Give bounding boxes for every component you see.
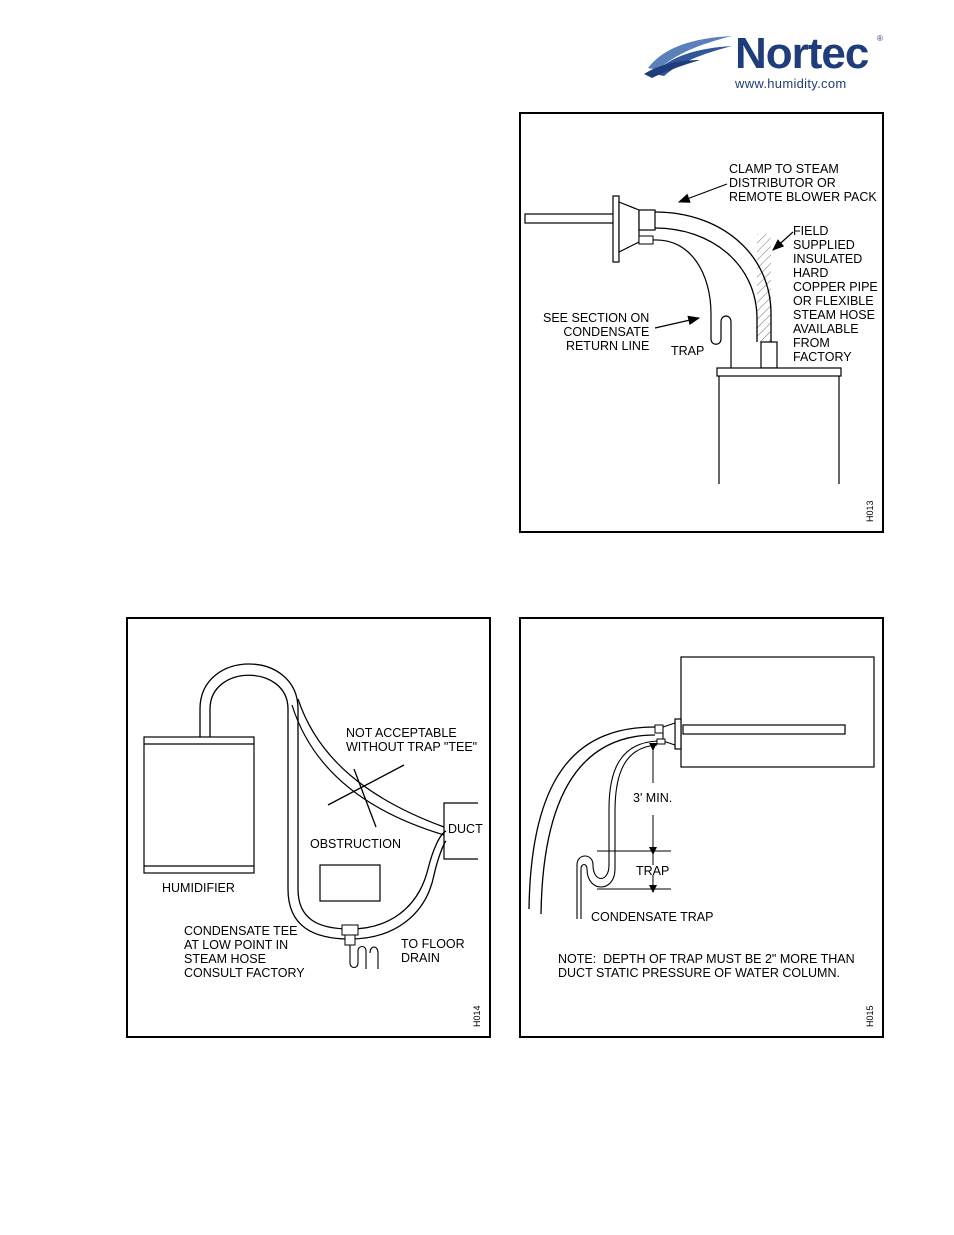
label-obstruction: OBSTRUCTION [310, 837, 401, 851]
label-duct: DUCT [448, 822, 483, 836]
figure-condensate-tee: NOT ACCEPTABLE WITHOUT TRAP "TEE" DUCT O… [126, 617, 491, 1038]
figure-condensate-trap: 3' MIN. TRAP CONDENSATE TRAP NOTE: DEPTH… [519, 617, 884, 1038]
label-condensate-trap: CONDENSATE TRAP [591, 910, 714, 924]
label-not-acceptable: NOT ACCEPTABLE WITHOUT TRAP "TEE" [346, 726, 478, 754]
wave-logo-icon [644, 36, 732, 78]
label-3-min: 3' MIN. [633, 791, 673, 805]
label-trap: TRAP [671, 344, 705, 358]
label-field-supplied: FIELD SUPPLIED INSULATED HARD COPPER PIP… [793, 224, 878, 364]
nortec-logo: Nortec ® www.humidity.com [640, 28, 890, 98]
label-humidifier: HUMIDIFIER [162, 881, 235, 895]
label-see-section: SEE SECTION ON CONDENSATE RETURN LINE [543, 311, 650, 353]
figure-code: H015 [865, 1005, 875, 1027]
condensate-trap-diagram [528, 656, 875, 919]
registered-mark: ® [877, 34, 883, 43]
brand-url: www.humidity.com [735, 76, 847, 91]
label-clamp: CLAMP TO STEAM DISTRIBUTOR OR REMOTE BLO… [729, 162, 877, 204]
brand-name: Nortec [735, 29, 869, 78]
label-to-floor-drain: TO FLOOR DRAIN [401, 937, 465, 965]
note-trap-depth: NOTE: DEPTH OF TRAP MUST BE 2" MORE THAN… [558, 952, 855, 980]
figure-code: H013 [865, 500, 875, 522]
label-trap-depth: TRAP [636, 864, 670, 878]
condensate-tee-diagram [143, 663, 478, 969]
figure-code: H014 [472, 1005, 482, 1027]
figure-steam-line-installation: CLAMP TO STEAM DISTRIBUTOR OR REMOTE BLO… [519, 112, 884, 533]
steam-line-diagram [524, 183, 842, 484]
label-condensate-tee: CONDENSATE TEE AT LOW POINT IN STEAM HOS… [184, 924, 305, 980]
